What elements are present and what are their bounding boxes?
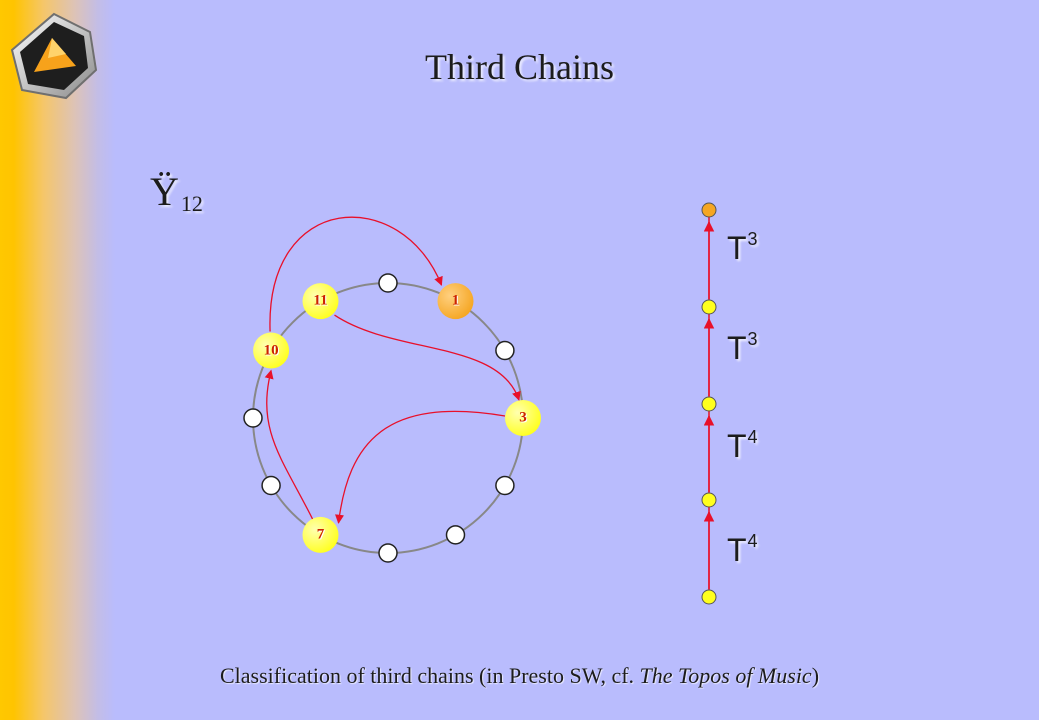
note-node-7: [302, 516, 339, 553]
transposition-label-1: T3: [727, 329, 758, 367]
pitch-class-node-2: [495, 340, 515, 361]
chain-arrows: [264, 216, 521, 524]
transposition-exponent: 3: [747, 229, 758, 249]
chain-node-1: [701, 299, 717, 315]
transposition-chain: [701, 202, 717, 605]
note-label-7: 7: [316, 526, 325, 543]
transposition-base: T: [727, 330, 747, 366]
pitch-class-node-8: [261, 475, 281, 496]
presto-logo-icon: [10, 12, 98, 100]
arrow-3-to-7: [335, 410, 506, 524]
side-gradient-bar: [0, 0, 115, 720]
transposition-label-3: T4: [727, 531, 758, 569]
pitch-class-node-4: [495, 475, 515, 496]
pitch-class-node-6: [378, 543, 398, 563]
transposition-exponent: 4: [747, 531, 758, 551]
group-label: Ÿ12: [150, 168, 203, 216]
transposition-base: T: [727, 532, 747, 568]
chain-node-4: [701, 589, 717, 605]
note-node-1: [437, 283, 474, 320]
transposition-label-2: T4: [727, 427, 758, 465]
page-title: Third Chains: [425, 47, 614, 87]
chain-node-3: [701, 492, 717, 508]
transposition-exponent: 3: [747, 329, 758, 349]
transposition-base: T: [727, 428, 747, 464]
note-node-11: [302, 283, 339, 320]
caption-text: Classification of third chains (in Prest…: [219, 663, 640, 688]
caption-book-title: The Topos of Music: [639, 663, 812, 688]
pitch-class-circle: [243, 273, 541, 563]
chain-node-2: [701, 396, 717, 412]
arrow-11-to-3: [334, 314, 521, 401]
note-label-10: 10: [263, 342, 279, 358]
pitch-class-node-0: [378, 273, 398, 293]
note-label-11: 11: [313, 292, 328, 309]
chain-node-0: [701, 202, 717, 218]
caption-end: ): [811, 663, 820, 688]
pitch-class-node-5: [445, 525, 466, 545]
note-node-10: [253, 332, 290, 369]
transposition-exponent: 4: [747, 427, 758, 447]
arrow-10-to-1: [269, 216, 443, 332]
caption: Classification of third chains (in Prest…: [0, 663, 1039, 689]
transposition-base: T: [727, 230, 747, 266]
group-symbol: Ÿ: [150, 169, 179, 214]
pitch-class-ring: [252, 282, 524, 554]
note-label-3: 3: [519, 409, 527, 426]
note-label-1: 1: [451, 292, 460, 309]
transposition-label-0: T3: [727, 229, 758, 267]
pitch-class-node-9: [243, 408, 263, 428]
arrow-7-to-10: [264, 369, 314, 520]
note-node-3: [505, 400, 541, 436]
group-subscript: 12: [180, 191, 203, 216]
